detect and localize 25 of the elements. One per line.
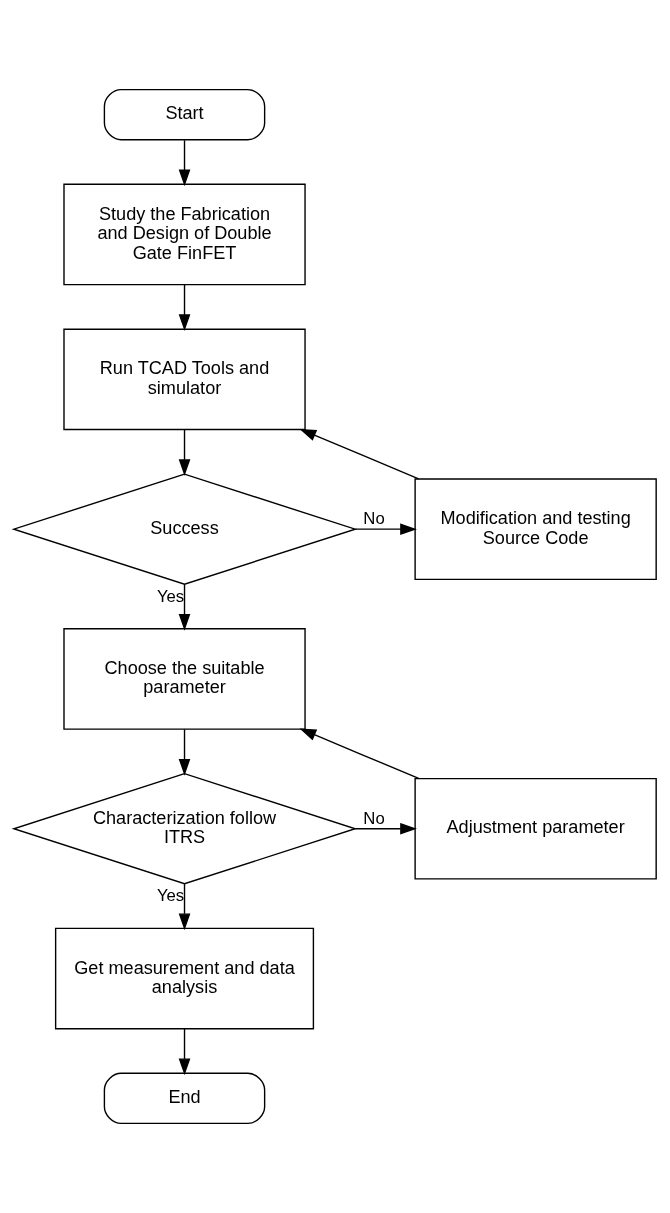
node-box: Study the Fabrication and Design of Double Gate FinFET — [63, 183, 306, 286]
node-diamond: Characterization follow ITRS — [11, 772, 358, 885]
node-box: Choose the suitable parameter — [63, 628, 306, 730]
arrow — [178, 429, 191, 477]
node-diamond: Success — [11, 473, 358, 585]
edge-label: No — [363, 809, 385, 828]
arrow — [178, 284, 191, 332]
arrow — [178, 583, 191, 631]
arrow — [178, 883, 191, 931]
node-box: End — [103, 1072, 266, 1125]
arrow — [354, 523, 417, 536]
arrow — [178, 728, 191, 776]
arrow — [299, 428, 420, 480]
node-box: Adjustment parameter — [414, 777, 657, 880]
node-box: Get measurement and data analysis — [54, 927, 315, 1030]
edge-label: Yes — [156, 886, 185, 906]
arrow — [354, 822, 417, 835]
node-box: Start — [103, 88, 266, 141]
arrow — [178, 1028, 191, 1076]
node-box: Modification and testing Source Code — [414, 478, 657, 581]
node-box: Run TCAD Tools and simulator — [63, 328, 306, 431]
edge-label: Yes — [156, 586, 185, 606]
arrow — [299, 728, 420, 780]
arrow — [178, 139, 191, 187]
edge-label: No — [363, 509, 385, 529]
